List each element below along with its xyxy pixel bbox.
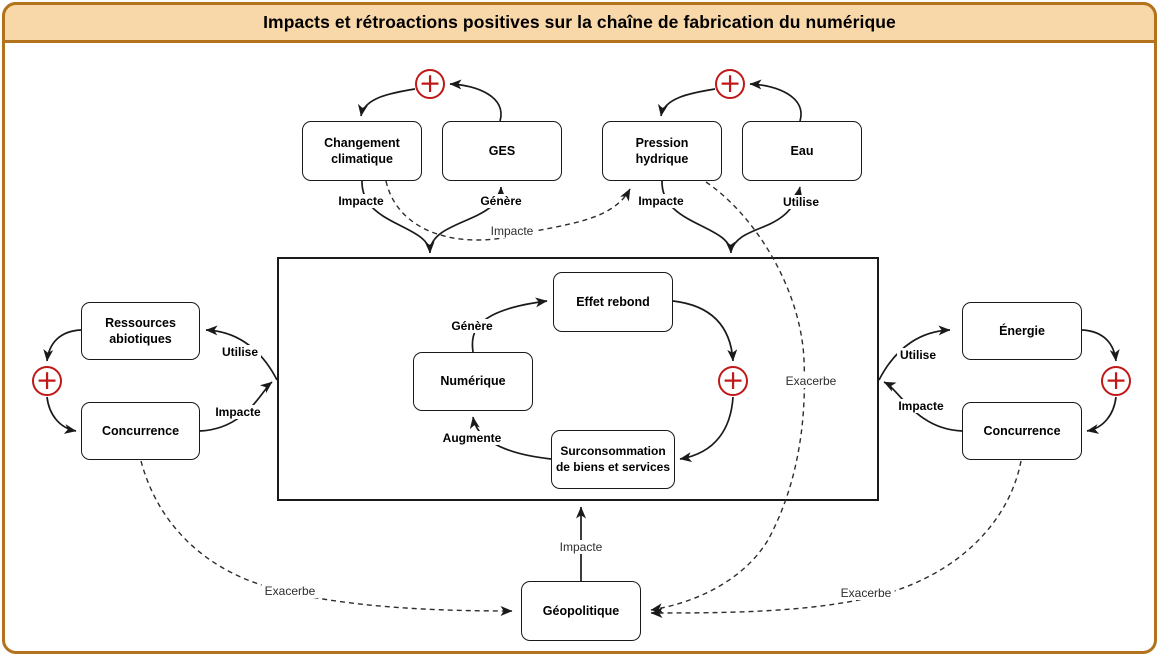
plus-sign: + bbox=[418, 67, 442, 99]
title-bar: Impacts et rétroactions positives sur la… bbox=[2, 2, 1157, 43]
edge-changement-impacte-core bbox=[361, 180, 435, 254]
edge-plus-right-to-concurrence bbox=[1086, 396, 1117, 434]
node-concurrence-droite: Concurrence bbox=[962, 402, 1082, 460]
edge-label-impacte-hydrique: Impacte bbox=[635, 194, 687, 208]
plus-feedback-icon-right: + bbox=[1101, 366, 1131, 396]
edge-ges-to-plus-topleft bbox=[449, 79, 502, 122]
node-geopolitique: Géopolitique bbox=[521, 581, 641, 641]
node-pression-hydrique: Pression hydrique bbox=[602, 121, 722, 181]
node-effet-rebond: Effet rebond bbox=[553, 272, 673, 332]
dashed-concurrence-droite-exacerbe-geopolitique bbox=[650, 460, 1022, 618]
edge-core-utilise-energie bbox=[878, 325, 951, 381]
node-surconsommation: Surconsommation de biens et services bbox=[551, 430, 675, 489]
edge-label-impacte-geopolitique: Impacte bbox=[556, 540, 606, 554]
node-changement-climatique: Changement climatique bbox=[302, 121, 422, 181]
edge-label-impacte-changement: Impacte bbox=[335, 194, 387, 208]
plus-sign: + bbox=[1104, 364, 1128, 396]
node-ges: GES bbox=[442, 121, 562, 181]
plus-sign: + bbox=[718, 67, 742, 99]
edge-label-impacte-concurrence-droite: Impacte bbox=[895, 399, 947, 413]
edge-plus-topright-to-pression bbox=[657, 88, 716, 117]
edge-pression-impacte-core bbox=[661, 180, 736, 254]
edge-label-augmente-numerique: Augmente bbox=[439, 431, 505, 445]
node-eau: Eau bbox=[742, 121, 862, 181]
edge-energie-to-plus-right bbox=[1081, 329, 1120, 362]
plus-sign: + bbox=[721, 364, 745, 396]
edge-rebond-to-plus-core bbox=[672, 300, 738, 362]
diagram-title: Impacts et rétroactions positives sur la… bbox=[263, 12, 896, 32]
node-ressources-abiotiques: Ressources abiotiques bbox=[81, 302, 200, 360]
edge-label-impacte-dashed: Impacte bbox=[487, 224, 537, 238]
edge-plus-topleft-to-changement bbox=[357, 88, 416, 117]
plus-feedback-icon-topright: + bbox=[715, 69, 745, 99]
edge-ressources-to-plus-left bbox=[43, 329, 82, 362]
edge-label-exacerbe-gauche: Exacerbe bbox=[261, 584, 319, 598]
edge-label-utilise-energie: Utilise bbox=[896, 348, 940, 362]
plus-feedback-icon-core: + bbox=[718, 366, 748, 396]
edge-label-exacerbe-droite: Exacerbe bbox=[837, 586, 895, 600]
edge-plus-left-to-concurrence bbox=[46, 396, 77, 434]
dashed-changement-impacte-pression bbox=[385, 180, 631, 241]
node-numerique: Numérique bbox=[413, 352, 533, 411]
edge-label-genere-rebond: Génère bbox=[448, 319, 496, 333]
edge-label-utilise-eau: Utilise bbox=[779, 195, 823, 209]
dashed-concurrence-gauche-exacerbe-geopolitique bbox=[140, 460, 513, 616]
node-energie: Énergie bbox=[962, 302, 1082, 360]
plus-feedback-icon-left: + bbox=[32, 366, 62, 396]
edge-eau-to-plus-topright bbox=[749, 79, 802, 122]
edge-label-impacte-concurrence-gauche: Impacte bbox=[212, 405, 264, 419]
edge-label-genere-ges: Génère bbox=[477, 194, 525, 208]
edge-plus-core-to-surconsommation bbox=[679, 396, 734, 463]
node-concurrence-gauche: Concurrence bbox=[81, 402, 200, 460]
plus-sign: + bbox=[35, 364, 59, 396]
plus-feedback-icon-topleft: + bbox=[415, 69, 445, 99]
edge-label-exacerbe-hydrique: Exacerbe bbox=[782, 374, 840, 388]
edge-label-utilise-ressources: Utilise bbox=[218, 345, 262, 359]
edge-core-utilise-ressources bbox=[205, 325, 278, 381]
dashed-pression-exacerbe-geopolitique bbox=[650, 181, 806, 614]
